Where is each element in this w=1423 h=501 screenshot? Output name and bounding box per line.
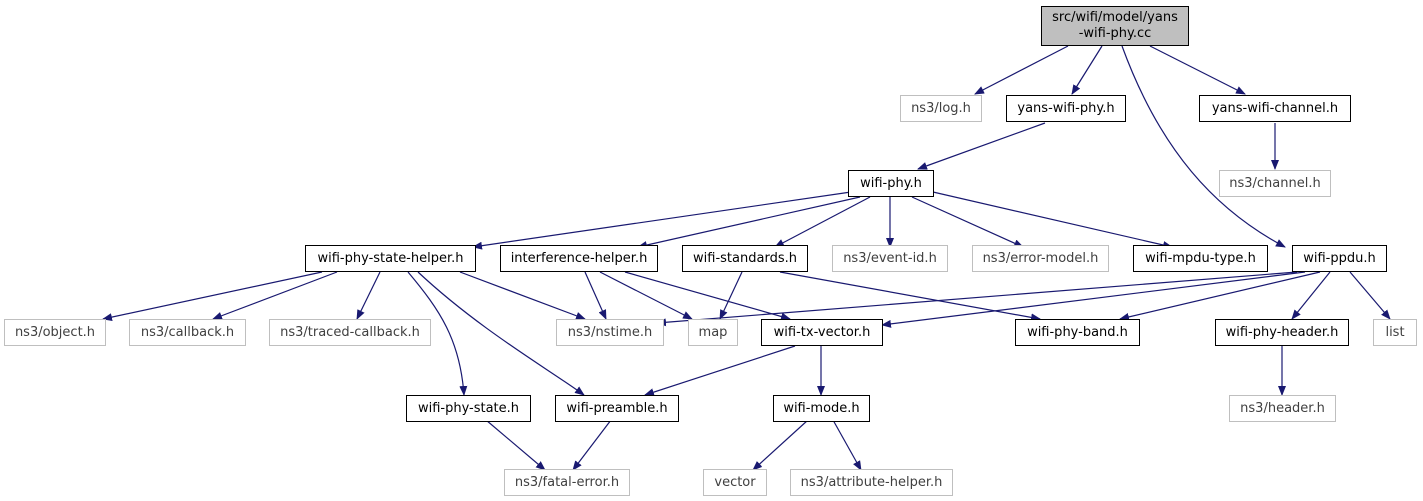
node-wifi-phy-state-h[interactable]: wifi-phy-state.h [406, 395, 531, 422]
edge-wifi-phy-to-wifi-phy-state-helper [472, 191, 852, 250]
node-wifi-phy-header-h[interactable]: wifi-phy-header.h [1215, 319, 1349, 346]
node-wifi-preamble-h[interactable]: wifi-preamble.h [555, 395, 679, 422]
edge-wifi-mode-to-attribute-helper [832, 419, 862, 471]
node-wifi-phy-h[interactable]: wifi-phy.h [848, 170, 934, 197]
node-wifi-phy-state-helper-h[interactable]: wifi-phy-state-helper.h [305, 245, 476, 272]
node-ns3-callback-h: ns3/callback.h [129, 319, 246, 346]
edge-wifi-phy-to-wifi-mpdu-type [932, 191, 1173, 249]
edge-wifi-mode-to-vector [752, 419, 809, 471]
node-wifi-phy-band-h[interactable]: wifi-phy-band.h [1015, 319, 1140, 346]
edge-state-helper-to-nstime [459, 271, 586, 320]
node-ns3-channel-h: ns3/channel.h [1219, 170, 1331, 197]
edge-wifi-ppdu-to-wifi-phy-header [1291, 271, 1331, 320]
root-node-yans-wifi-phy-cc: src/wifi/model/yans -wifi-phy.cc [1041, 6, 1189, 46]
edge-interference-helper-to-wifi-tx-vector [624, 271, 791, 321]
edge-state-helper-to-wifi-preamble [417, 271, 585, 396]
edge-wifi-ppdu-to-list [1349, 271, 1391, 320]
edge-wifi-standards-to-map [719, 271, 743, 320]
edge-root-to-yans-wifi-phy [1071, 45, 1103, 95]
node-interference-helper-h[interactable]: interference-helper.h [500, 245, 658, 272]
node-yans-wifi-phy-h[interactable]: yans-wifi-phy.h [1006, 95, 1126, 122]
edge-wifi-phy-state-to-fatal-error [485, 419, 546, 471]
edge-wifi-phy-to-interference-helper [637, 196, 861, 249]
node-vector: vector [703, 469, 767, 496]
edge-state-helper-to-object [102, 271, 323, 322]
edge-yans-wifi-phy-to-wifi-phy [917, 122, 1046, 170]
edge-wifi-tx-vector-to-wifi-preamble [644, 345, 796, 397]
edge-wifi-ppdu-to-nstime [656, 271, 1298, 327]
edge-root-to-wifi-ppdu [1121, 45, 1286, 248]
edge-state-helper-to-traced-callback [356, 271, 381, 320]
edge-wifi-ppdu-to-wifi-tx-vector [881, 271, 1306, 328]
node-ns3-traced-callback-h: ns3/traced-callback.h [269, 319, 431, 346]
edge-state-helper-to-callback [212, 271, 338, 320]
node-ns3-header-h: ns3/header.h [1229, 395, 1336, 422]
edge-root-to-yans-wifi-channel [1149, 45, 1246, 95]
node-map: map [688, 319, 738, 346]
node-ns3-object-h: ns3/object.h [4, 319, 106, 346]
edge-wifi-phy-to-error-model [911, 196, 1024, 248]
node-ns3-log-h: ns3/log.h [900, 95, 982, 122]
node-list: list [1373, 319, 1417, 346]
root-label-line1: src/wifi/model/yans [1052, 10, 1178, 25]
root-label-line2: -wifi-phy.cc [1078, 26, 1152, 41]
node-wifi-mpdu-type-h[interactable]: wifi-mpdu-type.h [1133, 245, 1268, 272]
edge-interference-helper-to-nstime [584, 271, 607, 320]
node-ns3-attribute-helper-h: ns3/attribute-helper.h [790, 469, 953, 496]
node-yans-wifi-channel-h[interactable]: yans-wifi-channel.h [1199, 95, 1351, 122]
node-ns3-fatal-error-h: ns3/fatal-error.h [504, 469, 630, 496]
edge-interference-helper-to-map [599, 271, 693, 320]
edge-wifi-phy-to-wifi-standards [774, 196, 871, 248]
edge-wifi-preamble-to-fatal-error [572, 419, 612, 471]
edge-root-to-log [974, 45, 1069, 95]
node-ns3-event-id-h: ns3/event-id.h [832, 245, 948, 272]
node-wifi-standards-h[interactable]: wifi-standards.h [682, 245, 808, 272]
edge-state-helper-to-wifi-phy-state [407, 271, 468, 396]
node-wifi-ppdu-h[interactable]: wifi-ppdu.h [1292, 245, 1387, 272]
node-wifi-tx-vector-h[interactable]: wifi-tx-vector.h [761, 319, 883, 346]
node-wifi-mode-h[interactable]: wifi-mode.h [773, 395, 870, 422]
node-ns3-nstime-h: ns3/nstime.h [556, 319, 664, 346]
node-ns3-error-model-h: ns3/error-model.h [972, 245, 1109, 272]
edge-wifi-ppdu-to-wifi-phy-band [1119, 271, 1321, 321]
